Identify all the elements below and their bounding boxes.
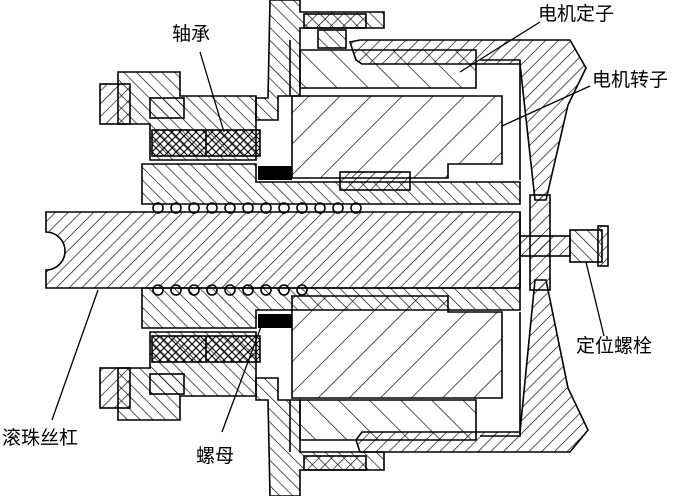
ball-nut-upper bbox=[141, 163, 521, 205]
flange-bolt-head-upper bbox=[317, 29, 347, 49]
label-bearing: 轴承 bbox=[172, 23, 210, 45]
seal-lower bbox=[258, 314, 292, 328]
label-rotor: 电机转子 bbox=[592, 69, 668, 91]
flange-bolt-lower bbox=[303, 455, 367, 471]
leader-screw bbox=[51, 289, 99, 421]
leader-bolt bbox=[585, 261, 605, 337]
end-cap-lower bbox=[99, 367, 131, 409]
end-cap-bolt-upper bbox=[149, 97, 185, 119]
key-upper bbox=[339, 171, 411, 191]
leader-stator bbox=[459, 21, 541, 73]
label-stator: 电机定子 bbox=[538, 3, 614, 25]
motor-stator-lower bbox=[299, 399, 477, 441]
seal-upper bbox=[258, 166, 292, 180]
label-bolt: 定位螺栓 bbox=[576, 335, 652, 357]
motor-stator-upper bbox=[299, 49, 477, 89]
positioning-bolt bbox=[519, 225, 609, 267]
leader-rotor bbox=[501, 85, 591, 127]
motor-rotor-upper bbox=[291, 95, 503, 179]
end-cap-bolt-lower bbox=[149, 373, 185, 395]
motor-rotor-lower bbox=[291, 295, 503, 399]
flange-bolt-upper bbox=[303, 13, 367, 29]
balls-upper-row bbox=[152, 202, 362, 214]
label-nut: 螺母 bbox=[196, 445, 234, 467]
leader-bearing bbox=[199, 51, 225, 133]
balls-lower-row bbox=[152, 284, 308, 296]
label-screw: 滚珠丝杠 bbox=[2, 427, 78, 449]
end-cap-upper bbox=[99, 83, 131, 125]
ball-screw-shaft bbox=[45, 211, 521, 289]
leader-nut bbox=[221, 323, 263, 433]
